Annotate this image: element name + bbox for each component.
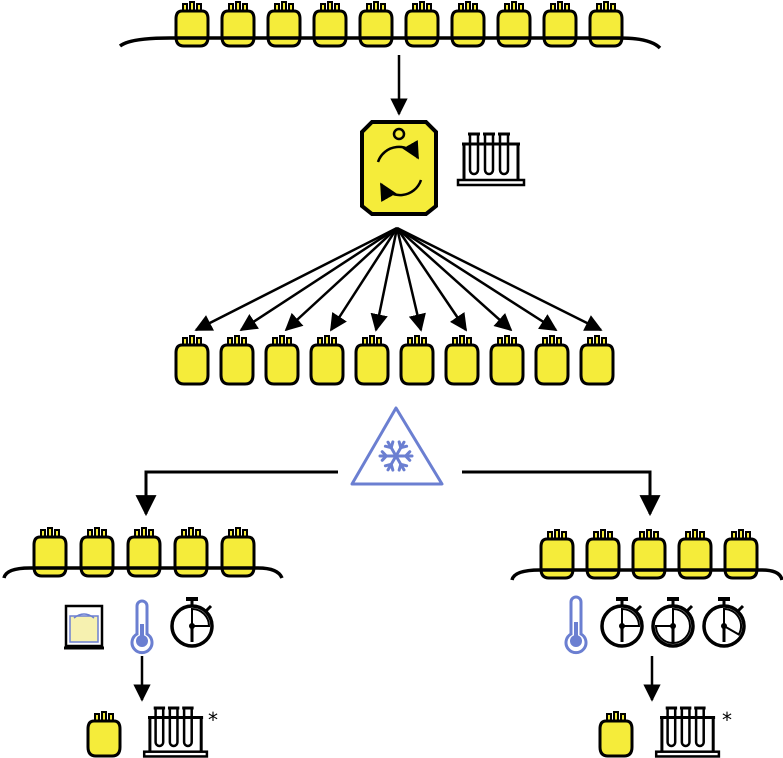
timer-icon	[170, 597, 214, 648]
blood-bag-icon	[309, 335, 345, 386]
right-note-mark: *	[722, 708, 732, 732]
blood-bag-icon	[534, 335, 570, 386]
blood-bag-icon	[598, 711, 634, 758]
test-tube-rack-icon	[456, 132, 526, 187]
blood-bag-icon	[354, 335, 390, 386]
result-bag	[86, 711, 122, 758]
arrow-left-branch	[135, 470, 338, 517]
thermometer-icon	[564, 595, 588, 655]
left-note-mark: *	[208, 708, 218, 732]
blood-bag-icon	[174, 335, 210, 386]
blood-bag-icon	[489, 335, 525, 386]
rotator-incubator-icon	[360, 120, 438, 216]
blood-bag-icon	[579, 335, 615, 386]
arrow-right-branch	[462, 470, 661, 517]
test-tube-rack-icon	[142, 706, 209, 758]
timer-icon	[651, 597, 695, 648]
result-bag	[598, 711, 634, 758]
thermometer-icon	[130, 599, 154, 655]
top-tray	[118, 36, 662, 50]
right-tray	[510, 568, 783, 581]
timer-icon	[702, 597, 746, 648]
timer-icon	[600, 597, 644, 648]
low-temperature-warning-icon	[350, 406, 444, 486]
blood-bag-icon	[399, 335, 435, 386]
timer-group	[600, 597, 746, 648]
blood-bag-icon	[86, 711, 122, 758]
blood-bag-icon	[264, 335, 300, 386]
distribution-arrows	[194, 226, 603, 332]
test-tube-rack-icon	[654, 706, 721, 758]
blood-bag-icon	[219, 335, 255, 386]
timer-group	[170, 597, 214, 648]
left-tray	[2, 566, 284, 579]
water-bath-icon	[64, 604, 104, 650]
split-bag-row	[174, 335, 615, 386]
blood-bag-icon	[444, 335, 480, 386]
